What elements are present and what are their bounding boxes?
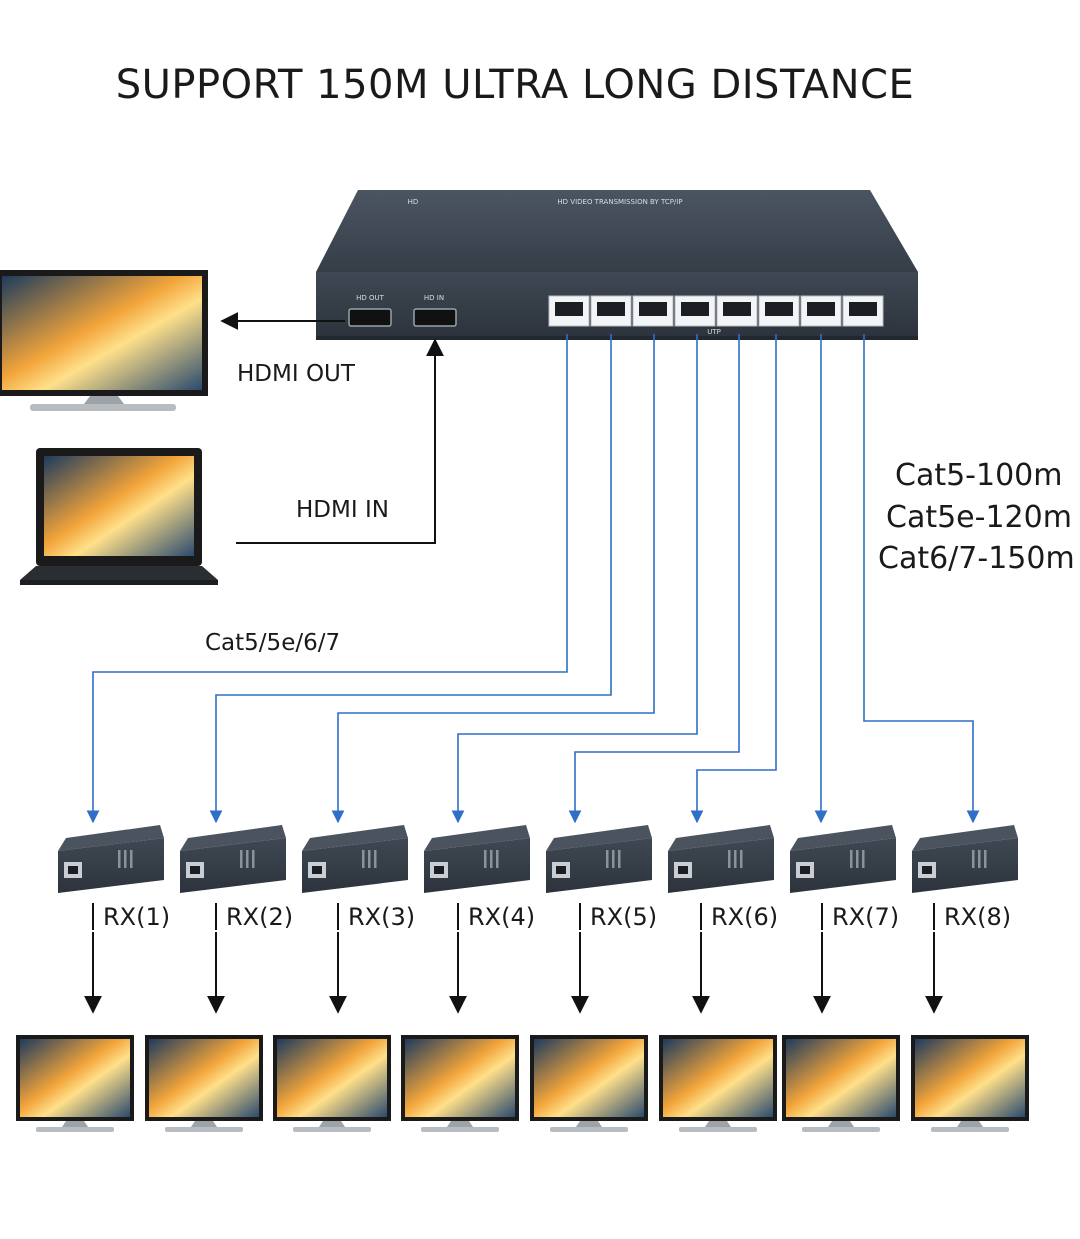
receiver-label-2: RX(2): [226, 903, 293, 931]
receiver-group: [58, 825, 1018, 893]
distance-cat6-7: Cat6/7-150m: [878, 541, 1075, 576]
utp-port-socket: [639, 302, 667, 316]
receiver-label-8: RX(8): [944, 903, 1011, 931]
receiver-device-3: [302, 825, 408, 893]
laptop-source: [20, 448, 218, 585]
cable-type-label: Cat5/5e/6/7: [205, 630, 340, 656]
receiver-device-8: [912, 825, 1018, 893]
utp-cable-8: [863, 334, 980, 824]
utp-port-socket: [723, 302, 751, 316]
receiver-label-4: RX(4): [468, 903, 535, 931]
utp-port-group: [548, 295, 884, 327]
receiver-device-1: [58, 825, 164, 893]
hdmi-out-port: [348, 308, 392, 327]
utp-port-socket: [765, 302, 793, 316]
receiver-device-7: [790, 825, 896, 893]
display-monitor-group: [16, 1035, 1029, 1132]
receiver-label-3: RX(3): [348, 903, 415, 931]
utp-cable-5: [568, 334, 740, 824]
hdmi-in-port: [413, 308, 457, 327]
utp-port-socket: [681, 302, 709, 316]
transmitter-brand: HD: [408, 198, 419, 206]
distance-cat5: Cat5-100m: [895, 458, 1063, 493]
distance-cat5e: Cat5e-120m: [886, 500, 1072, 535]
receiver-output-arrow-group: [84, 932, 943, 1014]
receiver-device-2: [180, 825, 286, 893]
display-monitor-2: [145, 1035, 263, 1132]
display-monitor-6: [659, 1035, 777, 1132]
transmitter-top-label: HD VIDEO TRANSMISSION BY TCP/IP: [557, 198, 682, 206]
hdmi-in-label: HDMI IN: [296, 497, 389, 523]
utp-cable-group: [86, 334, 980, 824]
transmitter-device: HD VIDEO TRANSMISSION BY TCP/IP HD HD OU…: [316, 190, 918, 340]
hd-out-port-label: HD OUT: [356, 294, 385, 302]
display-monitor-5: [530, 1035, 648, 1132]
utp-port-socket: [597, 302, 625, 316]
hdmi-out-label: HDMI OUT: [237, 361, 356, 387]
diagram-title: SUPPORT 150M ULTRA LONG DISTANCE: [116, 62, 915, 108]
utp-port-socket: [555, 302, 583, 316]
utp-cable-6: [690, 334, 777, 824]
receiver-label-1: RX(1): [103, 903, 170, 931]
display-monitor-3: [273, 1035, 391, 1132]
hdmi-out-monitor: [0, 270, 208, 411]
receiver-label-7: RX(7): [832, 903, 899, 931]
receiver-device-6: [668, 825, 774, 893]
receiver-device-4: [424, 825, 530, 893]
hdmi-in-arrow: [236, 338, 444, 544]
utp-cable-4: [451, 334, 698, 824]
display-monitor-7: [782, 1035, 900, 1132]
receiver-label-5: RX(5): [590, 903, 657, 931]
utp-port-socket: [849, 302, 877, 316]
receiver-device-5: [546, 825, 652, 893]
display-monitor-8: [911, 1035, 1029, 1132]
display-monitor-4: [401, 1035, 519, 1132]
utp-cable-2: [209, 334, 612, 824]
utp-port-label: UTP: [707, 328, 721, 336]
receiver-label-group: RX(1) RX(2) RX(3) RX(4) RX(5) RX(6) RX(7) RX(8): [92, 903, 1011, 931]
utp-cable-1: [86, 334, 568, 824]
utp-cable-3: [331, 334, 655, 824]
receiver-label-6: RX(6): [711, 903, 778, 931]
utp-port-socket: [807, 302, 835, 316]
display-monitor-1: [16, 1035, 134, 1132]
hd-in-port-label: HD IN: [424, 294, 444, 302]
